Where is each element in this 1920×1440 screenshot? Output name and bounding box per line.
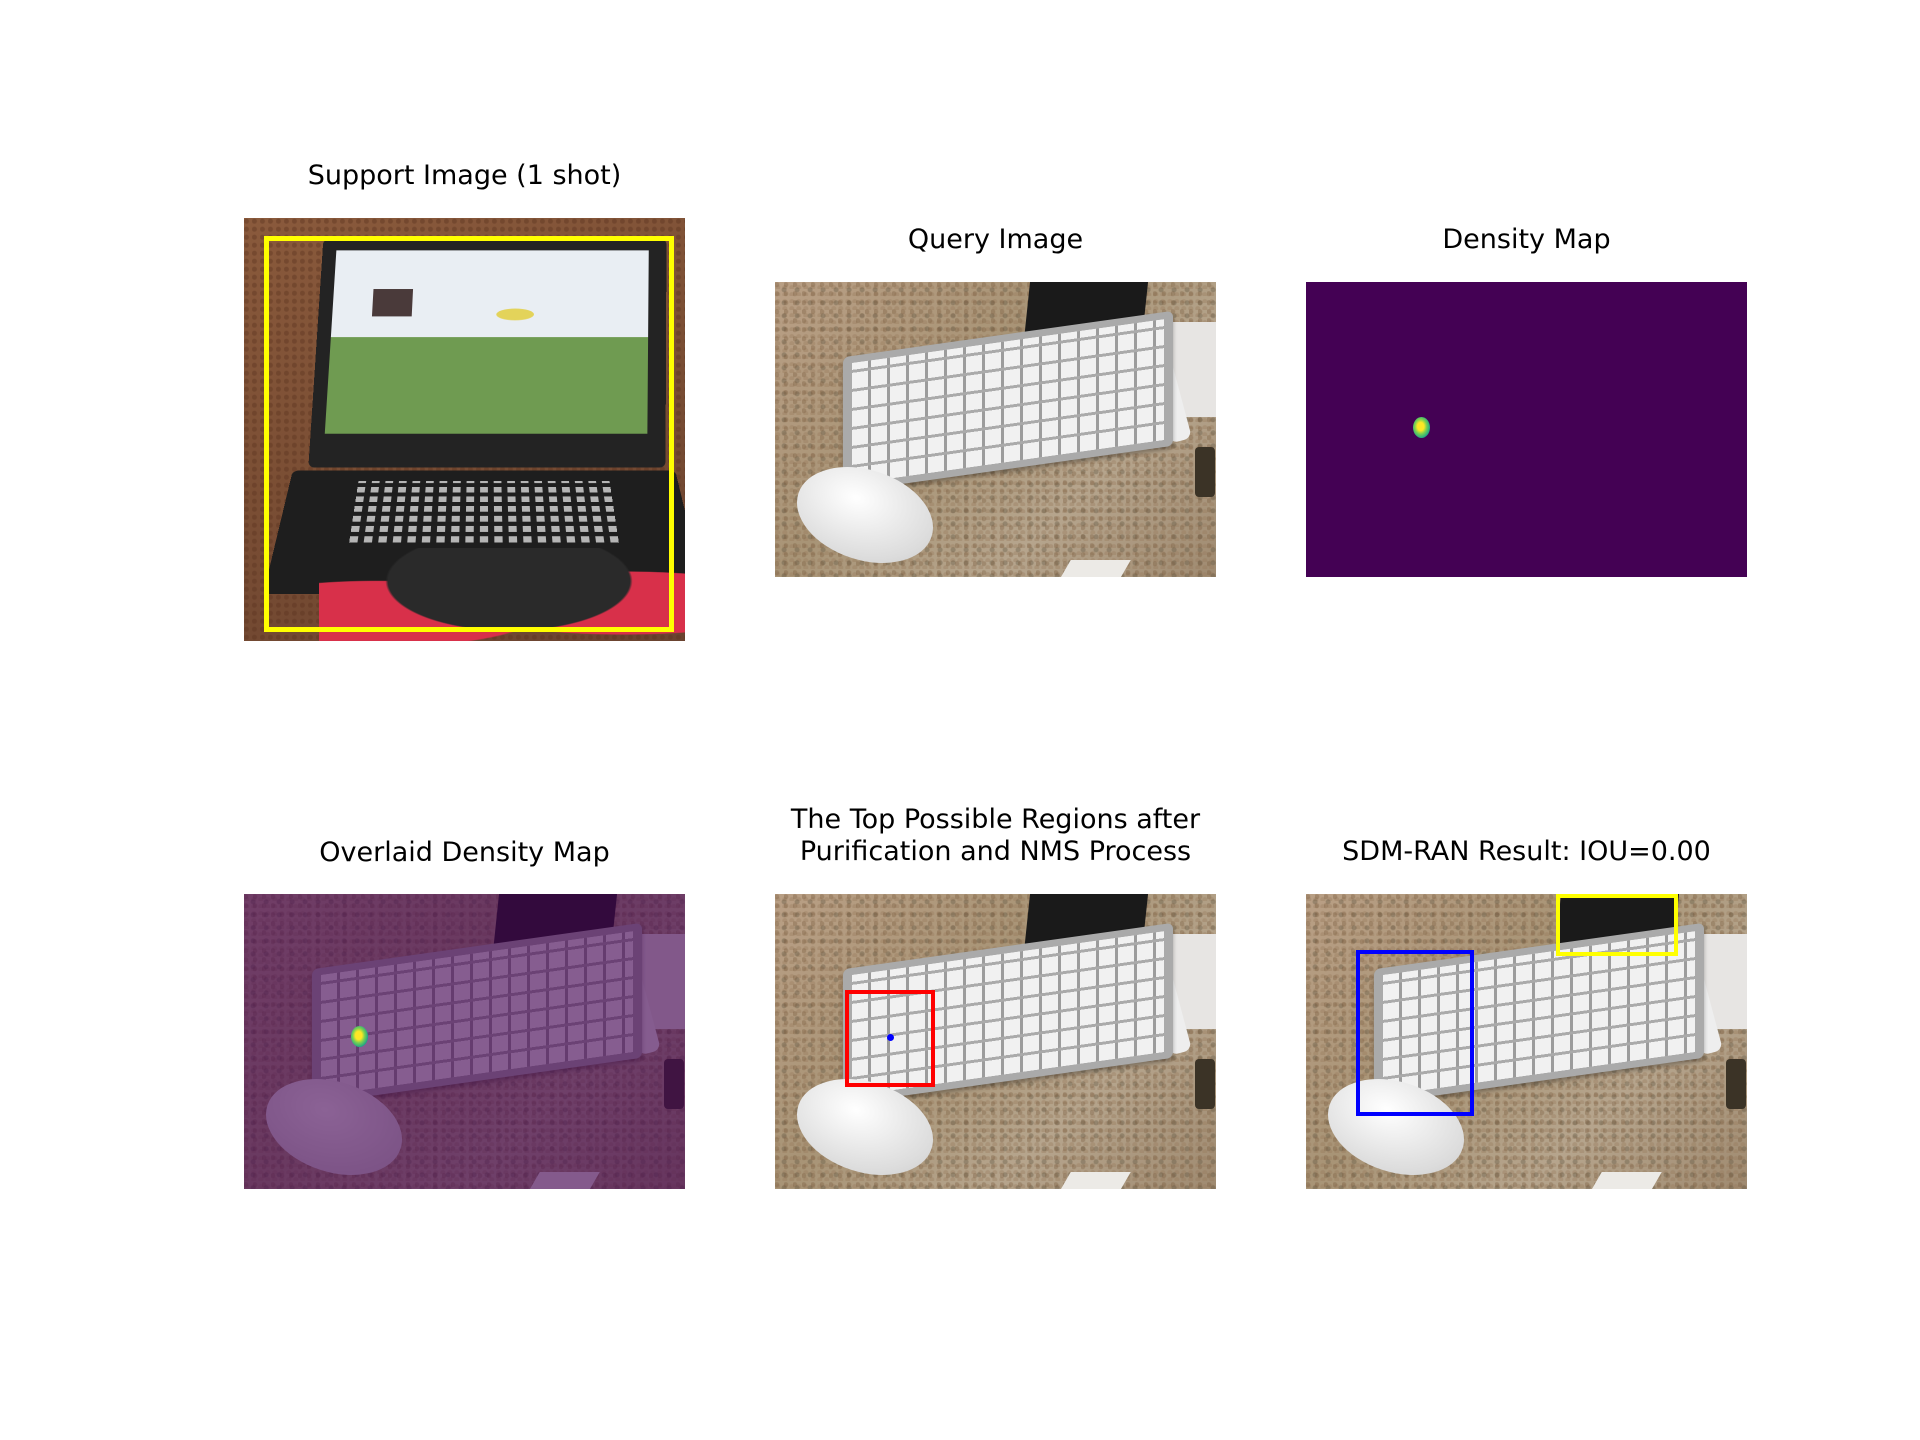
candidate-region-box [845,990,935,1087]
prediction-box [1356,950,1474,1116]
bag [319,548,685,641]
top-regions-image [775,894,1216,1189]
support-image [244,218,685,641]
result-title: SDM-RAN Result: IOU=0.00 [1342,836,1711,867]
support-bounding-box [264,236,674,632]
density-map-panel: Density Map [1306,224,1747,577]
batteries [1195,447,1215,497]
density-map [1306,282,1747,577]
density-overlay [244,894,685,1189]
density-map-title: Density Map [1442,224,1611,255]
overlaid-density-panel: Overlaid Density Map [244,837,685,1189]
support-image-title: Support Image (1 shot) [307,160,622,191]
density-peak [1413,417,1430,438]
overlaid-density-title: Overlaid Density Map [319,837,610,868]
top-regions-panel: The Top Possible Regions after Purificat… [775,804,1216,1189]
paper-corner [1059,1172,1131,1189]
query-image-title: Query Image [907,224,1084,255]
query-image [775,282,1216,577]
support-image-panel: Support Image (1 shot) [244,160,685,641]
batteries [1726,1059,1746,1109]
batteries [1195,1059,1215,1109]
ground-truth-box [1556,894,1678,956]
density-background [1306,282,1747,577]
top-regions-title-line-1: The Top Possible Regions after [790,804,1201,835]
paper-corner [1059,560,1131,577]
overlaid-density-image [244,894,685,1189]
result-image [1306,894,1747,1189]
result-panel: SDM-RAN Result: IOU=0.00 [1306,836,1747,1189]
query-image-panel: Query Image [775,224,1216,577]
top-regions-title-line-2: Purification and NMS Process [799,836,1192,867]
region-center-point [887,1034,894,1041]
paper-corner [1590,1172,1662,1189]
density-peak [351,1026,368,1047]
